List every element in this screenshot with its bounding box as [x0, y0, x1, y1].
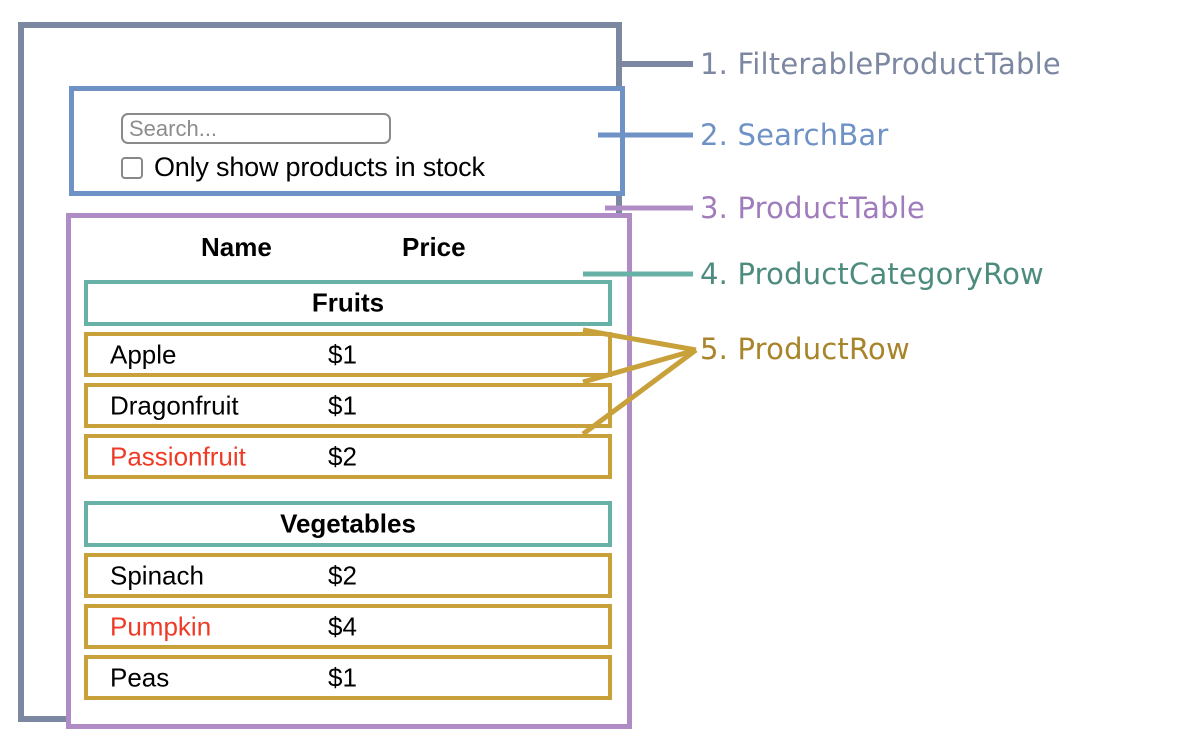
checkbox-icon[interactable] — [121, 156, 143, 179]
search-input[interactable] — [121, 113, 391, 144]
product-name: Apple — [110, 339, 177, 369]
product-category-row: Fruits — [84, 280, 612, 326]
product-price: $1 — [328, 339, 357, 369]
filterable-product-table-frame: Only show products in stock Name Price F… — [18, 22, 632, 729]
product-table-frame: Name Price Fruits Apple $1 Dragonfruit $… — [66, 213, 632, 729]
product-name: Spinach — [110, 560, 204, 590]
product-row: Pumpkin $4 — [84, 604, 612, 649]
product-row: Apple $1 — [84, 332, 612, 377]
legend-item-product-table: 3. ProductTable — [700, 191, 925, 225]
column-header-name: Name — [201, 232, 272, 262]
product-name: Peas — [110, 662, 170, 692]
in-stock-filter-row[interactable]: Only show products in stock — [121, 152, 485, 183]
column-header-price: Price — [402, 232, 466, 262]
product-category-row: Vegetables — [84, 501, 612, 547]
product-price: $1 — [328, 390, 357, 420]
group-spacer — [84, 485, 612, 501]
product-price: $2 — [328, 560, 357, 590]
product-price: $1 — [328, 662, 357, 692]
product-table-header: Name Price — [71, 232, 627, 268]
in-stock-filter-label: Only show products in stock — [154, 152, 485, 182]
product-name: Passionfruit — [110, 441, 246, 471]
product-row: Dragonfruit $1 — [84, 383, 612, 428]
search-bar-frame: Only show products in stock — [69, 86, 625, 196]
product-name: Pumpkin — [110, 611, 212, 641]
product-row: Peas $1 — [84, 655, 612, 700]
legend-item-filterable-product-table: 1. FilterableProductTable — [700, 47, 1061, 81]
product-table-rows: Fruits Apple $1 Dragonfruit $1 Passionfr… — [84, 280, 612, 706]
legend-item-product-row: 5. ProductRow — [700, 332, 910, 366]
legend-item-search-bar: 2. SearchBar — [700, 118, 889, 152]
product-category-label: Vegetables — [280, 508, 416, 539]
product-category-label: Fruits — [311, 287, 385, 318]
product-price: $2 — [328, 441, 357, 471]
product-row: Passionfruit $2 — [84, 434, 612, 479]
product-row: Spinach $2 — [84, 553, 612, 598]
product-name: Dragonfruit — [110, 390, 239, 420]
product-price: $4 — [328, 611, 357, 641]
legend-item-product-category-row: 4. ProductCategoryRow — [700, 257, 1044, 291]
